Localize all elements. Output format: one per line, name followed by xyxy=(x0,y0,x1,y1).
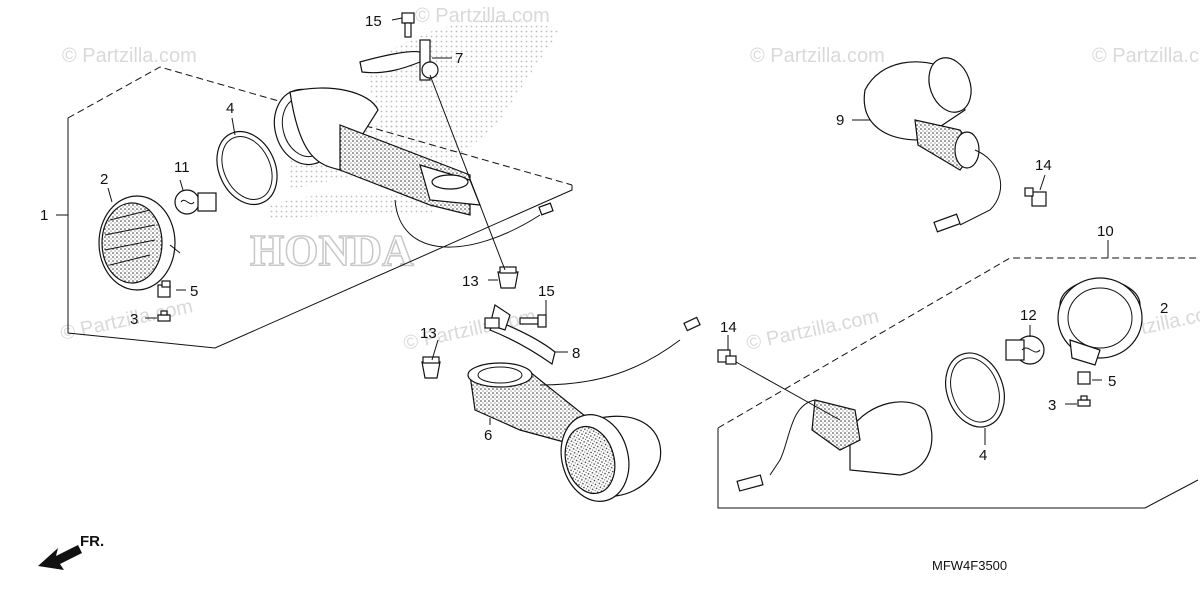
lamp-lower-right xyxy=(736,399,933,492)
nut-part-5-left xyxy=(157,280,171,298)
assembly-1-boundary xyxy=(67,118,573,349)
gasket-ring-part-4-left xyxy=(216,130,278,206)
callout-11: 11 xyxy=(174,159,190,176)
callout-15: 15 xyxy=(538,283,555,300)
grommet-part-13-upper xyxy=(497,266,519,289)
assembly-1-boundary-dashed xyxy=(67,66,573,186)
watermark-text: © Partzilla.com xyxy=(1092,45,1200,67)
gasket-ring-part-4-right xyxy=(945,352,1005,428)
callout-14: 14 xyxy=(1035,157,1052,174)
callout-9: 9 xyxy=(836,112,844,129)
front-direction-arrow: FR. xyxy=(38,533,104,570)
nut-part-14-upper xyxy=(1024,187,1047,207)
nut-part-14-lower xyxy=(717,349,737,365)
lens-part-2-left xyxy=(98,195,181,291)
callout-4: 4 xyxy=(226,100,234,117)
callout-12: 12 xyxy=(1020,307,1037,324)
callout-3: 3 xyxy=(130,311,138,328)
watermark-text: © Partzilla.com xyxy=(750,45,885,67)
watermark-text: © Partzilla.com xyxy=(744,305,880,355)
callout-1: 1 xyxy=(40,207,48,224)
callout-14: 14 xyxy=(720,319,737,336)
watermark-text: © Partzilla.com xyxy=(415,5,550,27)
callout-15: 15 xyxy=(365,13,382,30)
honda-text-watermark: HONDA xyxy=(250,226,414,275)
bulb-part-12 xyxy=(1005,335,1045,365)
callout-4: 4 xyxy=(979,447,987,464)
callout-5: 5 xyxy=(190,283,198,300)
grommet-part-13-lower xyxy=(421,356,441,379)
diagram-code: MFW4F3500 xyxy=(932,558,1007,573)
bulb-part-11 xyxy=(174,189,217,215)
callout-7: 7 xyxy=(455,50,463,67)
callout-13: 13 xyxy=(462,273,479,290)
watermark-text: © Partzilla.com xyxy=(58,295,194,345)
callout-10: 10 xyxy=(1097,223,1114,240)
stay-lamp-part-6 xyxy=(467,316,701,502)
leader-lines xyxy=(56,17,1109,445)
bracket-part-8 xyxy=(484,304,556,365)
screw-part-3-right xyxy=(1077,395,1091,407)
bolt-part-15-upper xyxy=(401,12,415,38)
assembly-10-boundary-dashed xyxy=(717,257,1198,429)
callout-2: 2 xyxy=(100,171,108,188)
callout-6: 6 xyxy=(484,427,492,444)
callout-2: 2 xyxy=(1160,300,1168,317)
callout-8: 8 xyxy=(572,345,580,362)
callout-5: 5 xyxy=(1108,373,1116,390)
lamp-part-9 xyxy=(863,57,1002,233)
assembly-10-boundary xyxy=(717,428,1199,509)
bracket-part-7 xyxy=(359,39,439,81)
watermark-text: © Partzilla.com xyxy=(62,45,197,67)
callout-labels: 1 2 3 4 5 6 7 8 9 10 11 12 13 13 14 14 1… xyxy=(40,13,1168,464)
housing-stay-upper xyxy=(273,87,554,248)
callout-3: 3 xyxy=(1048,397,1056,414)
front-label: FR. xyxy=(80,533,104,550)
bolt-part-15-lower xyxy=(519,314,547,328)
callout-13: 13 xyxy=(420,325,437,342)
housing-part-10 xyxy=(1057,277,1143,366)
screw-part-3-left xyxy=(157,310,171,322)
nut-part-5-right xyxy=(1077,371,1091,385)
